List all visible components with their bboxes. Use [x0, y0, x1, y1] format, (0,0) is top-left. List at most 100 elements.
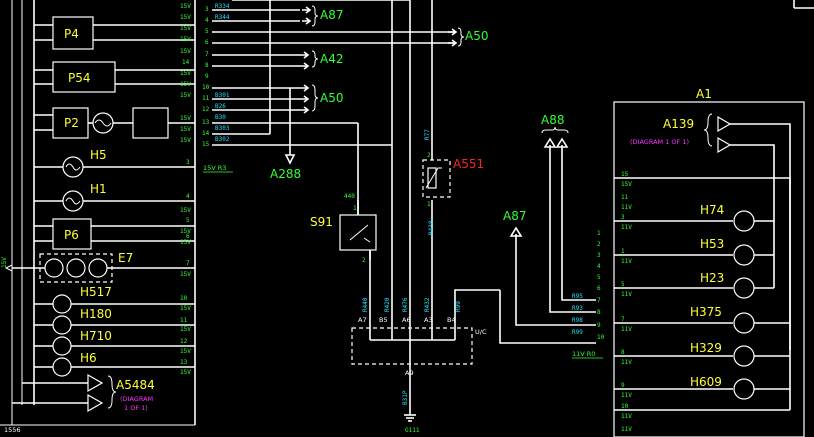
s91-box — [339, 214, 377, 251]
svg-text:R98: R98 — [572, 317, 583, 324]
component-a551: A551 R77 R438 2 1 — [422, 129, 484, 235]
svg-text:15V: 15V — [180, 271, 191, 278]
svg-text:3: 3 — [205, 6, 209, 13]
left-wire-codes: R334 R344 B301 B26 B30 B303 B302 — [215, 3, 230, 143]
svg-text:R93: R93 — [572, 305, 583, 312]
svg-text:15V: 15V — [621, 181, 632, 188]
h517-label: H517 — [80, 285, 112, 299]
svg-text:15V: 15V — [180, 239, 191, 246]
svg-text:9: 9 — [205, 73, 209, 80]
net-label-15v: 15V R3 — [203, 164, 226, 172]
svg-text:A9: A9 — [405, 369, 414, 377]
svg-text:B301: B301 — [215, 92, 230, 99]
h74-lamp-icon — [733, 210, 755, 232]
svg-text:11V: 11V — [621, 204, 632, 211]
a5484-note: 1 OF 1) — [124, 404, 148, 412]
left-cabinet: 1556 15V — [0, 0, 196, 434]
svg-text:15V: 15V — [180, 25, 191, 32]
component-h517: H517 — [34, 285, 195, 314]
h6-label: H6 — [80, 351, 97, 365]
a139-label: A139 — [663, 117, 694, 131]
svg-text:15V: 15V — [180, 228, 191, 235]
page-number: 1556 — [4, 426, 21, 434]
svg-text:1: 1 — [621, 248, 625, 255]
p4-box — [52, 16, 94, 50]
component-p6: P6 — [34, 218, 195, 250]
svg-text:5: 5 — [186, 217, 190, 224]
svg-text:B302: B302 — [215, 136, 230, 143]
svg-text:4: 4 — [205, 17, 209, 24]
svg-text:8: 8 — [597, 309, 601, 316]
a139-note: (DIAGRAM 1 OF 1) — [630, 138, 689, 146]
svg-text:4: 4 — [597, 263, 601, 270]
svg-text:15V: 15V — [180, 48, 191, 55]
svg-text:11V: 11V — [621, 413, 632, 420]
svg-text:5: 5 — [621, 281, 625, 288]
h375-label: H375 — [690, 305, 722, 319]
h6-lamp-icon — [52, 357, 72, 377]
h180-lamp-icon — [52, 315, 72, 335]
a139-amp-icon — [717, 115, 732, 133]
svg-text:12: 12 — [180, 338, 188, 345]
component-p2: P2 — [34, 107, 195, 139]
svg-text:A7: A7 — [358, 316, 367, 324]
h1-label: H1 — [90, 182, 107, 196]
svg-text:R344: R344 — [215, 14, 230, 21]
a139-amp-icon — [717, 136, 732, 154]
svg-text:13: 13 — [202, 119, 210, 126]
svg-text:11V: 11V — [621, 359, 632, 366]
h53-lamp-icon — [733, 244, 755, 266]
h710-lamp-icon — [52, 336, 72, 356]
svg-text:440: 440 — [344, 193, 355, 200]
svg-text:B30: B30 — [215, 114, 226, 121]
svg-text:11V: 11V — [621, 291, 632, 298]
svg-text:4: 4 — [186, 193, 190, 200]
cabinet-a1: A1 A139 (DIAGRAM 1 OF 1) H74 H53 H23 H — [613, 87, 805, 437]
svg-text:B31P: B31P — [402, 390, 409, 405]
svg-text:3: 3 — [186, 159, 190, 166]
svg-text:11V: 11V — [621, 392, 632, 399]
svg-text:11V R0: 11V R0 — [572, 350, 595, 358]
component-p4: P4 — [34, 16, 195, 50]
p2-aux-box — [132, 107, 169, 139]
svg-text:5: 5 — [205, 28, 209, 35]
h609-label: H609 — [690, 375, 722, 389]
bus-wires — [212, 0, 458, 165]
svg-text:2: 2 — [597, 241, 601, 248]
a1-label: A1 — [696, 87, 712, 101]
svg-text:10: 10 — [597, 334, 605, 341]
svg-text:1: 1 — [427, 201, 431, 208]
svg-text:R95: R95 — [572, 293, 583, 300]
svg-text:8: 8 — [621, 349, 625, 356]
e7-dashed-box — [39, 253, 113, 283]
svg-text:B4: B4 — [447, 316, 456, 324]
svg-text:12: 12 — [202, 106, 210, 113]
svg-text:11V: 11V — [621, 224, 632, 231]
p4-label: P4 — [64, 27, 79, 41]
svg-text:8: 8 — [205, 62, 209, 69]
ref-a87-right: A87 — [503, 209, 526, 223]
left-rail-net-label: 15V — [1, 257, 8, 268]
a551-label: A551 — [453, 157, 484, 171]
a5484-amp-icon — [87, 393, 104, 413]
component-p54: P54 — [34, 61, 195, 93]
svg-text:6: 6 — [597, 285, 601, 292]
e7-label: E7 — [118, 251, 133, 265]
ref-a87-top: A87 — [320, 8, 343, 22]
svg-text:R476: R476 — [402, 297, 409, 312]
svg-text:15V: 15V — [180, 14, 191, 21]
svg-text:3: 3 — [621, 214, 625, 221]
e7-lamp-icon — [88, 258, 108, 278]
svg-text:R438: R438 — [428, 220, 435, 235]
a5484-note: (DIAGRAM — [120, 395, 153, 403]
h53-label: H53 — [700, 237, 724, 251]
svg-text:11V: 11V — [621, 258, 632, 265]
svg-text:B26: B26 — [215, 103, 226, 110]
svg-text:6: 6 — [205, 39, 209, 46]
svg-text:15: 15 — [202, 141, 210, 148]
svg-text:14: 14 — [182, 59, 190, 66]
ref-a42: A42 — [320, 52, 343, 66]
svg-text:15V: 15V — [180, 326, 191, 333]
central-wires — [357, 0, 814, 344]
